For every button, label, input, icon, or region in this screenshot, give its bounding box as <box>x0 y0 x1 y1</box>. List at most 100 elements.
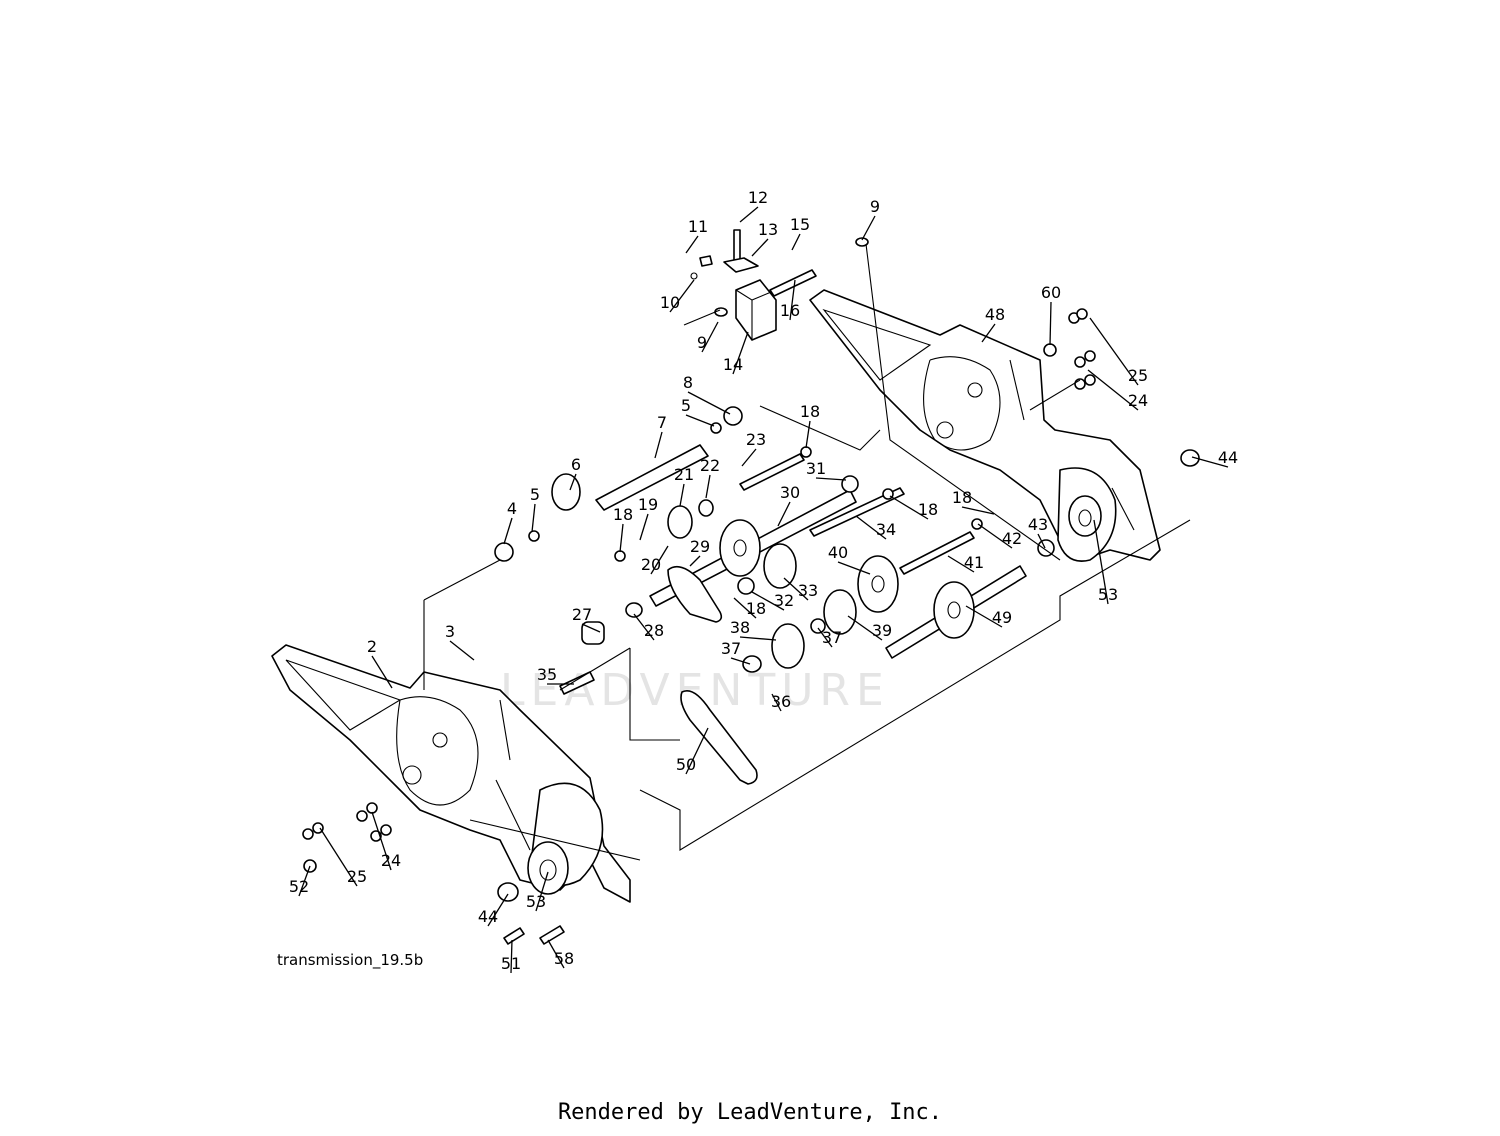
callout-label-c44b: 44 <box>478 907 498 926</box>
assembly-lines <box>423 243 1191 861</box>
callout-leader-c4 <box>503 517 513 545</box>
callout-leader-c41 <box>947 555 975 573</box>
callout-label-c29: 29 <box>690 537 710 556</box>
callout-leader-c18c <box>889 495 929 520</box>
callout-label-c31: 31 <box>806 459 826 478</box>
callout-leader-c27 <box>581 623 601 633</box>
callout-label-c23: 23 <box>746 430 766 449</box>
callout-label-c35: 35 <box>537 665 557 684</box>
callout-label-c39: 39 <box>872 621 892 640</box>
right-housing <box>809 289 1161 562</box>
callout-leader-c24b <box>371 811 392 871</box>
callout-leader-c29 <box>689 555 701 567</box>
callout-leader-c36 <box>771 693 782 712</box>
callout-leader-c18e <box>733 597 757 619</box>
callout-leader-c48 <box>981 323 996 343</box>
callout-label-c15: 15 <box>790 215 810 234</box>
callout-leader-c43 <box>1037 533 1046 549</box>
callout-leader-c18a <box>805 420 811 449</box>
callout-leader-c19 <box>639 513 649 541</box>
callout-label-c34: 34 <box>876 520 896 539</box>
callout-label-c30: 30 <box>780 483 800 502</box>
diagram-id-caption: transmission_19.5b <box>277 951 424 969</box>
callout-leader-c12 <box>739 206 759 223</box>
callout-label-c37b: 37 <box>721 639 741 658</box>
callout-leader-c34 <box>855 515 887 540</box>
callout-leader-c32 <box>751 591 785 611</box>
callout-leader-c37a <box>817 627 833 648</box>
callout-leader-c38 <box>739 636 777 641</box>
callout-label-c42: 42 <box>1002 529 1022 548</box>
callout-label-c53b: 53 <box>526 892 546 911</box>
callout-label-c32: 32 <box>774 591 794 610</box>
callout-label-c25a: 25 <box>1128 366 1148 385</box>
callout-label-c28: 28 <box>644 621 664 640</box>
callout-leader-c15 <box>791 233 801 251</box>
callout-leader-c44b <box>487 893 509 927</box>
callout-label-c44a: 44 <box>1218 448 1238 467</box>
belts <box>667 565 758 785</box>
callout-label-c12: 12 <box>748 188 768 207</box>
callout-label-c10: 10 <box>660 293 680 312</box>
callout-label-c18a: 18 <box>800 402 820 421</box>
callout-leader-c18d <box>961 506 995 515</box>
callout-leader-c23 <box>741 448 757 467</box>
callout-leader-c9a <box>861 215 876 241</box>
callout-leader-c39 <box>847 615 883 641</box>
callout-leader-c28 <box>633 613 655 641</box>
callout-leader-c22 <box>705 474 711 499</box>
hardware <box>302 308 1096 945</box>
callout-leader-c53a <box>1093 519 1109 605</box>
footer-credit: Rendered by LeadVenture, Inc. <box>557 1100 943 1125</box>
callout-leader-c44a <box>1191 456 1229 468</box>
callout-leader-c58 <box>547 939 565 969</box>
callout-leader-c52 <box>298 865 311 897</box>
callout-leader-c5a <box>685 414 715 427</box>
left-housing <box>271 644 631 903</box>
callout-leader-c18b <box>619 523 624 553</box>
callout-leader-c21 <box>679 483 685 507</box>
callout-leader-c3 <box>449 640 475 661</box>
callout-leader-c11 <box>685 235 699 254</box>
callout-leader-c53b <box>535 871 549 912</box>
callout-label-c24b: 24 <box>381 851 401 870</box>
callout-label-c49: 49 <box>992 608 1012 627</box>
callout-label-c43: 43 <box>1028 515 1048 534</box>
callout-label-c21: 21 <box>674 465 694 484</box>
callout-label-c18b: 18 <box>613 505 633 524</box>
callout-leader-c25b <box>319 827 358 887</box>
callout-leader-c8 <box>687 391 731 415</box>
callout-label-c25b: 25 <box>347 867 367 886</box>
callout-label-c20: 20 <box>641 555 661 574</box>
callout-leader-c16 <box>789 279 796 321</box>
callout-label-c13: 13 <box>758 220 778 239</box>
callout-leader-c9b <box>701 321 719 353</box>
callout-label-c19: 19 <box>638 495 658 514</box>
callout-label-c50: 50 <box>676 755 696 774</box>
callout-label-c16: 16 <box>780 301 800 320</box>
callout-label-c18c: 18 <box>918 500 938 519</box>
callout-leader-c31 <box>815 477 847 481</box>
callout-label-c14: 14 <box>723 355 743 374</box>
callout-label-c4: 4 <box>507 499 517 518</box>
callout-leader-c30 <box>777 501 791 527</box>
shift-bracket-assembly <box>690 229 869 341</box>
callout-label-c5b: 5 <box>530 485 540 504</box>
callout-label-c9b: 9 <box>697 333 707 352</box>
callout-label-c60: 60 <box>1041 283 1061 302</box>
callout-label-c18d: 18 <box>952 488 972 507</box>
callout-label-c9a: 9 <box>870 197 880 216</box>
callout-leader-c37b <box>730 657 751 665</box>
callout-leader-c42 <box>977 523 1013 549</box>
callout-label-c48: 48 <box>985 305 1005 324</box>
callout-leader-c24a <box>1087 369 1139 411</box>
callout-label-c6: 6 <box>571 455 581 474</box>
callout-label-c7: 7 <box>657 413 667 432</box>
callout-leader-c49 <box>965 605 1003 628</box>
callout-leader-c33 <box>783 577 809 601</box>
callout-leader-c60 <box>1049 301 1052 346</box>
callout-leader-c7 <box>654 431 663 459</box>
callout-leader-c20 <box>650 545 669 575</box>
callout-label-c5a: 5 <box>681 396 691 415</box>
